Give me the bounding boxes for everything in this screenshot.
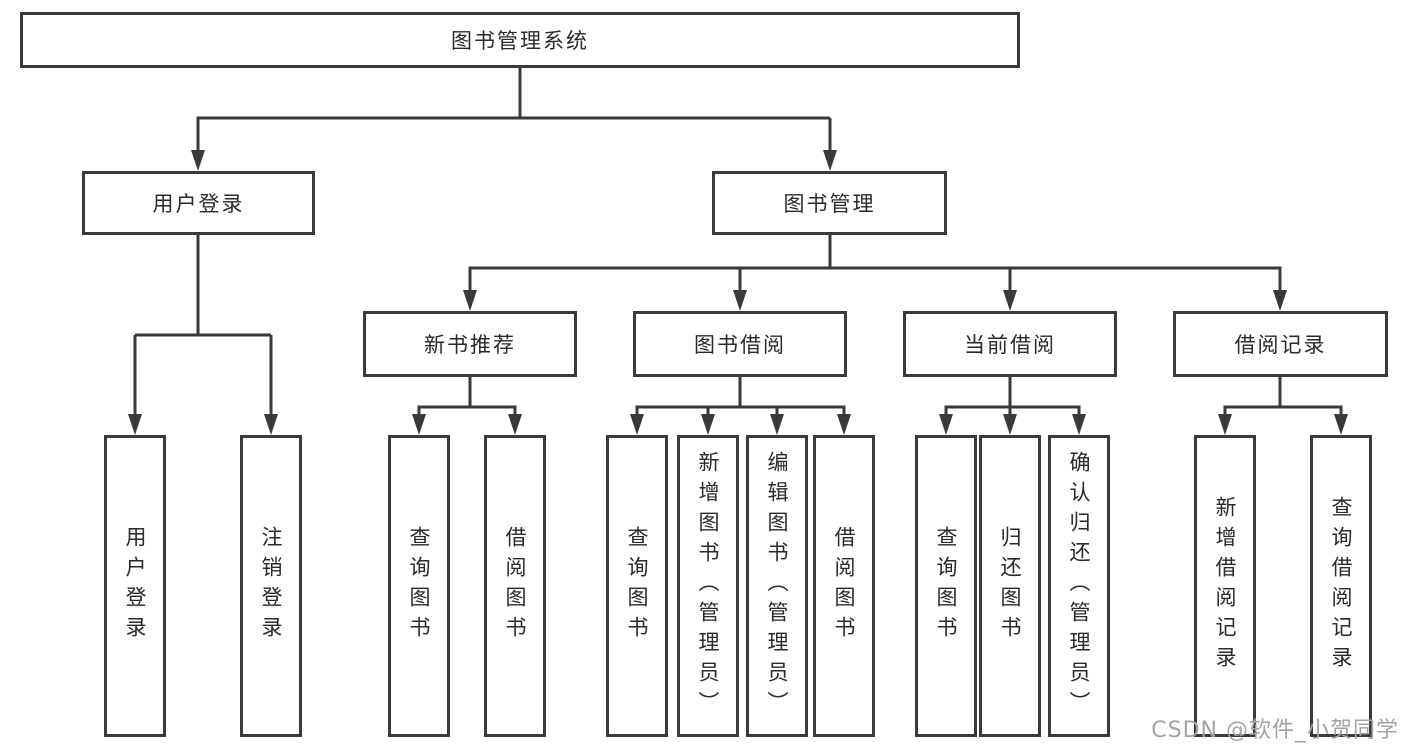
leaf-logout: 注销登录: [240, 435, 302, 737]
leaf-borrow-books-recommend: 借阅图书: [484, 435, 546, 737]
node-current-borrow: 当前借阅: [903, 311, 1117, 377]
watermark: CSDN @软件_小贺同学: [1151, 718, 1399, 743]
leaf-edit-book-admin: 编辑图书（管理员）: [746, 435, 808, 737]
leaf-query-borrow-record: 查询借阅记录: [1310, 435, 1372, 737]
leaf-add-borrow-record: 新增借阅记录: [1194, 435, 1256, 737]
node-library-management-system: 图书管理系统: [20, 12, 1020, 68]
node-borrow-record: 借阅记录: [1173, 311, 1388, 377]
leaf-return-books: 归还图书: [979, 435, 1041, 737]
leaf-query-books-current: 查询图书: [915, 435, 977, 737]
leaf-query-books-borrow: 查询图书: [606, 435, 668, 737]
node-book-borrow: 图书借阅: [633, 311, 847, 377]
node-new-book-recommend: 新书推荐: [363, 311, 577, 377]
node-user-login-module: 用户登录: [82, 171, 315, 235]
leaf-query-books-recommend: 查询图书: [388, 435, 450, 737]
leaf-confirm-return-admin: 确认归还（管理员）: [1048, 435, 1110, 737]
leaf-add-book-admin: 新增图书（管理员）: [677, 435, 739, 737]
leaf-borrow-books-borrow: 借阅图书: [813, 435, 875, 737]
leaf-user-login: 用户登录: [104, 435, 166, 737]
node-book-management: 图书管理: [712, 171, 947, 235]
